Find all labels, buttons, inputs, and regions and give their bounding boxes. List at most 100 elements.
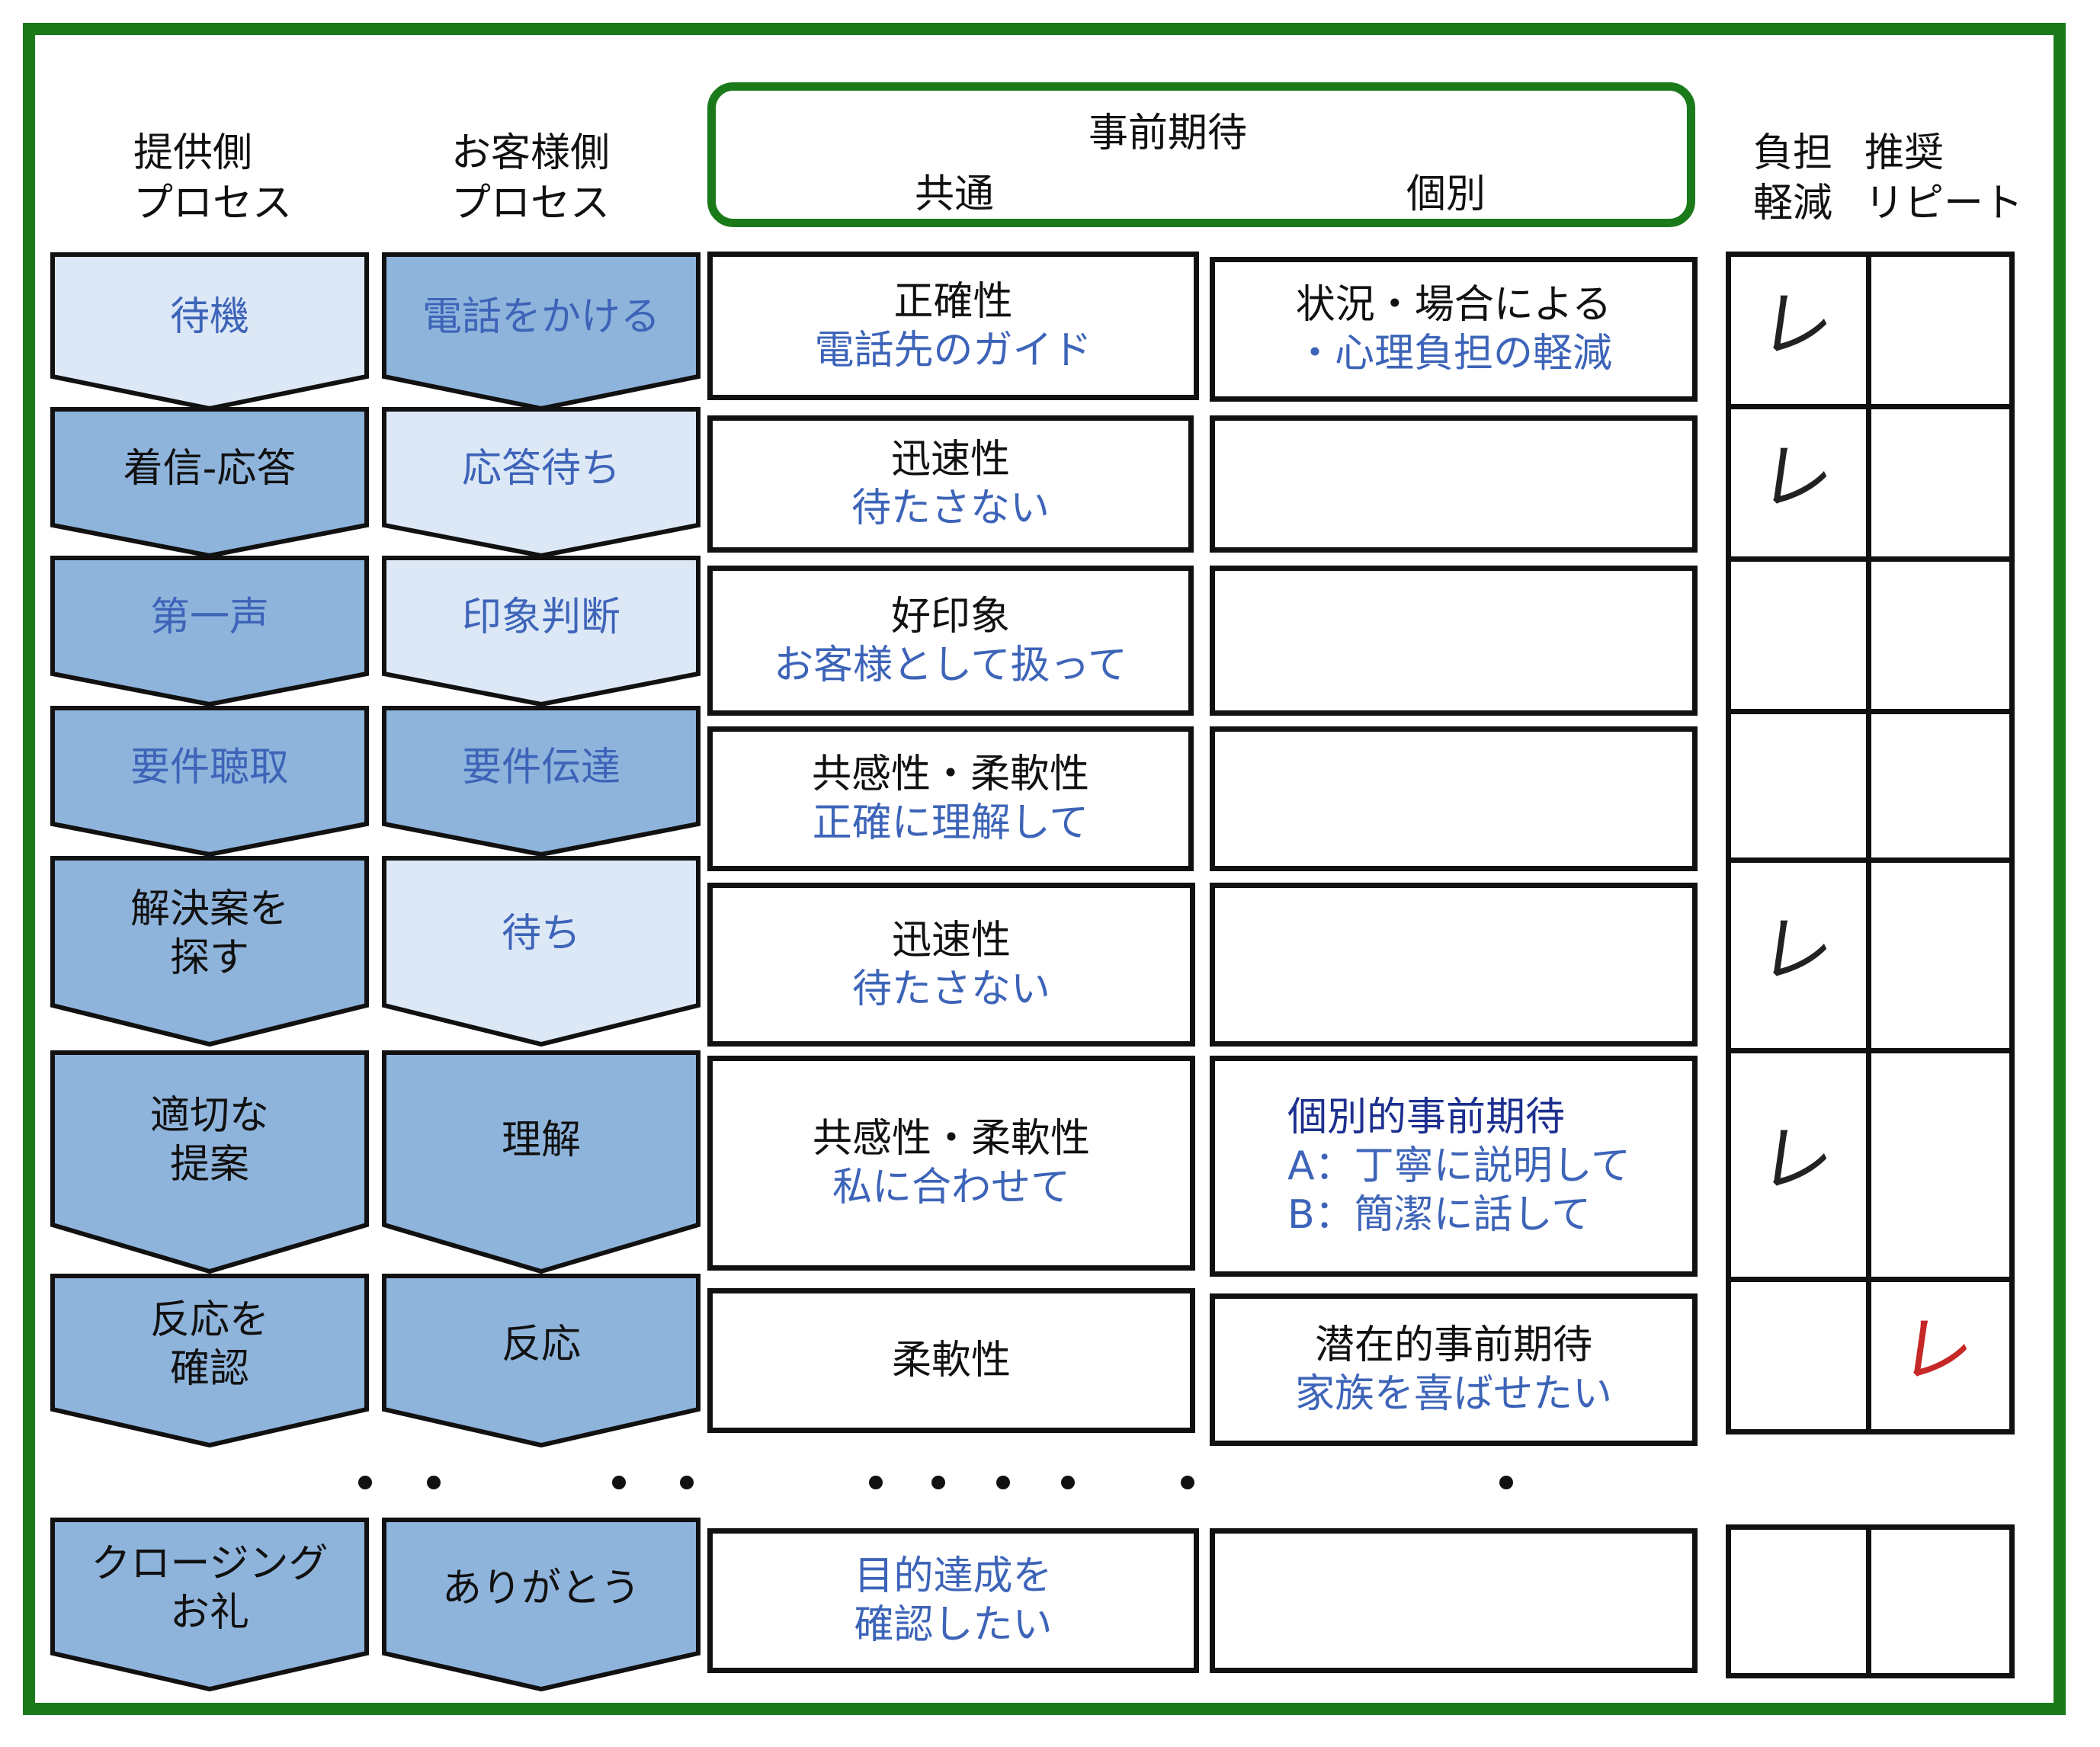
burden-header-line2: 軽減: [1753, 181, 1833, 226]
common-expectation-cell: 柔軟性: [707, 1288, 1195, 1433]
common-expectation-cell: 共感性・柔軟性正確に理解して: [707, 726, 1194, 871]
common-expectation-cell: 迅速性待たさない: [707, 415, 1194, 553]
individual-expectation-cell-text: 状況・場合による: [1295, 282, 1612, 328]
common-expectation-cell-text: 待たさない: [851, 486, 1050, 531]
customer-process-header: お客様側 プロセス: [451, 128, 610, 229]
diagram-frame: [23, 23, 2066, 1715]
customer-chevron-shape: [382, 252, 701, 412]
customer-chevron-shape: [382, 856, 701, 1047]
repeat-header: 推奨 リピート: [1864, 128, 2023, 229]
provider-step: 要件聴取: [50, 705, 370, 857]
provider-step-label-line: 第一声: [149, 595, 269, 640]
individual-expectation-cell: 潜在的事前期待家族を喜ばせたい: [1210, 1293, 1698, 1446]
ellipsis-dot: [931, 1476, 945, 1489]
burden-cell: [1726, 556, 1877, 714]
customer-step: 理解: [381, 1050, 701, 1274]
provider-step: クロージングお礼: [50, 1517, 370, 1692]
customer-step-label: 応答待ち: [381, 444, 701, 493]
provider-chevron-polygon: [50, 706, 369, 857]
customer-chevron-polygon: [382, 407, 701, 559]
common-expectation-cell: 共感性・柔軟性私に合わせて: [707, 1056, 1195, 1271]
individual-header: 個別: [1406, 171, 1486, 217]
provider-process-header: 提供側 プロセス: [133, 128, 292, 229]
provider-chevron-shape: [50, 706, 369, 857]
common-expectation-cell: 正確性電話先のガイド: [707, 252, 1199, 400]
provider-chevron-shape: [50, 1518, 369, 1692]
burden-check-mark: レ: [1754, 1117, 1839, 1202]
provider-chevron-polygon: [50, 1050, 369, 1274]
customer-step-label: 印象判断: [381, 593, 701, 642]
customer-step-label-line: ありがとう: [441, 1566, 640, 1611]
common-expectation-cell-text: 電話先のガイド: [814, 327, 1092, 373]
customer-step: 電話をかける: [381, 252, 701, 412]
provider-chevron-shape: [50, 1274, 369, 1448]
provider-chevron-polygon: [50, 556, 369, 707]
common-expectation-cell-text: 柔軟性: [891, 1338, 1011, 1383]
burden-check-mark: レ: [1754, 907, 1839, 992]
provider-step-label-line: 確認: [169, 1346, 249, 1392]
common-expectation-cell-text: 共感性・柔軟性: [811, 752, 1089, 797]
provider-chevron-polygon: [50, 856, 369, 1047]
customer-step: 待ち: [381, 855, 701, 1047]
customer-chevron-polygon: [382, 706, 701, 857]
provider-step-label-line: 適切な: [149, 1093, 269, 1139]
customer-step: ありがとう: [381, 1517, 701, 1692]
common-expectation-cell-text: 正確に理解して: [812, 800, 1089, 846]
common-expectation-cell-text: 待たさない: [851, 966, 1050, 1012]
customer-chevron-polygon: [382, 1050, 701, 1274]
common-expectation-cell-text: お客様として扱って: [774, 642, 1127, 688]
expectation-header-box: [707, 82, 1695, 227]
common-expectation-cell-text: 正確性: [893, 278, 1013, 325]
common-expectation-cell: 好印象お客様として扱って: [707, 566, 1194, 716]
ellipsis-dot: [869, 1476, 883, 1489]
customer-chevron-shape: [382, 706, 701, 857]
provider-step-label-line: クロージング: [91, 1541, 329, 1587]
customer-chevron-polygon: [382, 1274, 701, 1448]
repeat-cell: [1866, 404, 2015, 562]
ellipsis-dot: [1181, 1476, 1194, 1489]
provider-step-label: 着信-応答: [50, 444, 370, 493]
ellipsis-dot: [996, 1476, 1010, 1489]
customer-step-label-line: 反応: [501, 1322, 581, 1367]
customer-chevron-shape: [382, 407, 701, 559]
provider-step-label: 要件聴取: [50, 743, 370, 792]
provider-chevron-shape: [50, 252, 369, 412]
repeat-cell: [1866, 556, 2015, 714]
provider-step-label-line: 要件聴取: [130, 745, 289, 790]
expectation-title: 事前期待: [1088, 111, 1248, 156]
individual-expectation-cell: [1210, 1528, 1698, 1673]
provider-chevron-shape: [50, 1050, 369, 1274]
repeat-header-line2: リピート: [1864, 181, 2024, 226]
provider-step: 第一声: [50, 555, 370, 707]
ellipsis-dot: [358, 1476, 372, 1489]
customer-chevron-shape: [382, 1050, 701, 1274]
burden-check-mark: レ: [1754, 434, 1839, 520]
customer-chevron-shape: [382, 1518, 701, 1692]
provider-step-label: 解決案を探す: [50, 885, 370, 982]
individual-expectation-cell-text: 個別的事前期待: [1287, 1095, 1566, 1140]
provider-step-label: 第一声: [50, 593, 370, 642]
individual-expectation-cell-text: A：丁寧に説明して: [1287, 1143, 1631, 1189]
provider-step: 反応を確認: [50, 1273, 370, 1448]
provider-step-label-line: 反応を: [149, 1297, 269, 1343]
provider-step-label-line: 探す: [169, 935, 249, 981]
common-expectation-cell: 目的達成を確認したい: [707, 1528, 1199, 1673]
provider-step-label: クロージングお礼: [50, 1540, 370, 1637]
customer-step-label: 待ち: [381, 909, 701, 958]
common-expectation-cell: 迅速性待たさない: [707, 883, 1195, 1047]
customer-step-label: 電話をかける: [381, 293, 701, 341]
repeat-cell: [1866, 1048, 2015, 1282]
burden-check-mark: レ: [1754, 282, 1839, 367]
customer-step: 要件伝達: [381, 705, 701, 857]
burden-header-line1: 負担: [1753, 130, 1833, 176]
provider-step: 待機: [50, 252, 370, 412]
provider-chevron-shape: [50, 407, 369, 559]
provider-chevron-shape: [50, 856, 369, 1047]
provider-header-line1: 提供側: [133, 130, 253, 176]
provider-step-label: 反応を確認: [50, 1296, 370, 1393]
individual-expectation-cell: [1210, 415, 1698, 553]
provider-header-line2: プロセス: [133, 181, 293, 226]
provider-step-label-line: 解決案を: [130, 886, 289, 932]
burden-cell: [1726, 1277, 1877, 1434]
